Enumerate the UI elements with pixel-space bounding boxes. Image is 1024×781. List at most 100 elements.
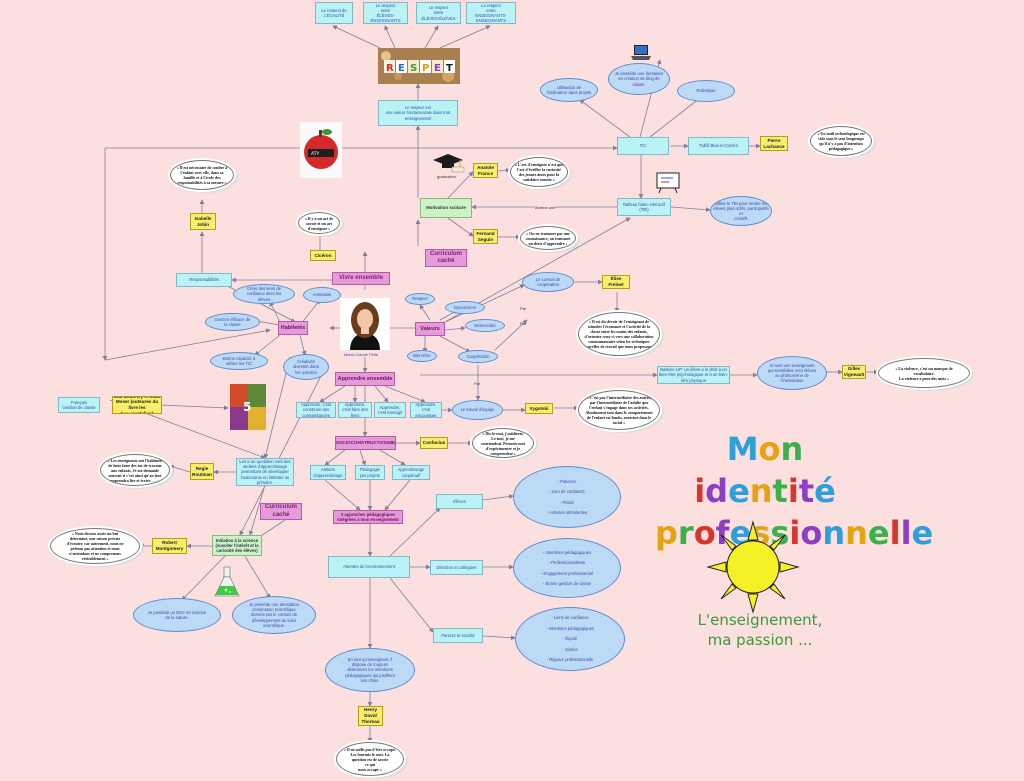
node-curriculum-cache-bottom[interactable]: Curriculum caché <box>260 503 302 520</box>
quote-gilles-vigneault[interactable]: « La violence, c'est un manque de vocabu… <box>878 358 970 388</box>
node-anatole-france[interactable]: Anatole France <box>473 163 498 178</box>
node-henry-david-thoreau[interactable]: Henry David Thoreau <box>358 706 383 726</box>
node-les-5-au-quotidien[interactable]: Les 5 au quotidien sont des ateliers d'a… <box>236 458 294 486</box>
node-direction-items[interactable]: - Intentions pédagogiques - Professionna… <box>513 538 621 598</box>
node-respect-valeur[interactable]: Le respect est une valeur fondamentale d… <box>378 100 458 126</box>
node-confucius[interactable]: Confucius <box>420 437 448 449</box>
node-app-interagir[interactable]: Apprendre, c'est interagir <box>374 402 406 418</box>
quote-henry-david-thoreau[interactable]: « Il ne suffit pas d'être occupé. Les fo… <box>336 742 404 776</box>
node-utilisation-ordinateur[interactable]: Utilisation de l'ordinateur dans projets <box>540 78 598 102</box>
node-bien-etre[interactable]: Bien-Être <box>407 350 437 362</box>
quote-ciceron[interactable]: « Il y a un art de savoir et un art d'en… <box>298 212 340 234</box>
quote-fernand-seguin[interactable]: « On ne transmet pas une connaissance, o… <box>520 226 576 250</box>
node-regie-routman[interactable]: Regie Routman <box>190 463 214 480</box>
node-eleves-items[interactable]: - Patience - Lien de confiance - Plaisir… <box>513 466 621 528</box>
node-animation[interactable]: Animation <box>303 287 341 303</box>
node-dynamisme[interactable]: Dynamisme <box>445 301 485 314</box>
node-conseil-cooperation[interactable]: Le conseil de coopération <box>522 272 574 292</box>
node-respect-eleves-enseignants[interactable]: Le respect entre ÉLÈVES-ENSEIGNANTS <box>363 2 408 24</box>
node-cooperation[interactable]: Coopération <box>458 350 498 363</box>
svg-text:R: R <box>386 63 394 74</box>
node-valeurs[interactable]: Valeurs <box>415 322 445 336</box>
node-batterie[interactable]: Batterie LIP: un élève a le droit à un b… <box>657 366 730 384</box>
node-attestation[interactable]: Je possède une attestation d'animation s… <box>232 596 316 634</box>
node-tic[interactable]: TIC <box>617 137 669 155</box>
node-robotique[interactable]: Robotique <box>677 80 735 102</box>
node-parents-items[interactable]: - Liens de confiance - Intentions pédago… <box>515 607 625 671</box>
node-app-construire[interactable]: Apprendre, c'est construire des connaiss… <box>296 402 336 418</box>
node-respect[interactable]: Respect <box>405 293 435 305</box>
node-apprendre-ensemble[interactable]: Apprendre ensemble <box>335 372 395 386</box>
svg-text:E: E <box>398 63 405 74</box>
node-tbi-use[interactable]: J'utilise le TBI pour rendre mes élèves … <box>710 196 772 226</box>
node-bonne-capacite-tic[interactable]: Bonne capacité à utiliser les TIC <box>210 352 268 370</box>
node-creer-liens[interactable]: Créer des liens de confiance avec les él… <box>233 284 295 304</box>
node-elise-freinet[interactable]: Élise Freinet <box>602 275 630 289</box>
flask-image <box>212 565 242 600</box>
svg-text:S: S <box>410 63 417 74</box>
quote-elise-freinet[interactable]: « Il est du devoir de l'enseignant de st… <box>578 312 660 356</box>
quote-robert-montgomery[interactable]: « Nous devons avoir un but déterminé, un… <box>50 528 140 564</box>
node-dec-science[interactable]: Je possède un DEC en science de la natur… <box>133 598 221 632</box>
portrait-photo <box>340 298 390 350</box>
quote-pierre-lachance[interactable]: « Un outil technologique est vide sans l… <box>810 126 872 156</box>
node-pedagogie-projets[interactable]: Pédagogie par projets <box>355 465 385 480</box>
node-parents-societe[interactable]: Parents et société <box>433 628 483 643</box>
node-curriculum-cache-top[interactable]: Curriculum caché <box>425 249 467 267</box>
node-socioconstructivisme[interactable]: SOCIOCONSTRUCTIVISME <box>335 436 396 450</box>
node-respect-egalite[interactable]: Le respect de L'ÉGALITÉ <box>315 2 353 24</box>
node-ciceron[interactable]: Cicéron <box>310 250 336 261</box>
node-francais[interactable]: Français Gestion de classe <box>58 397 100 413</box>
node-gilles-vigneault[interactable]: Gilles Vigneault <box>842 365 866 379</box>
sun-icon <box>706 520 800 614</box>
node-3-approches[interactable]: 3 approches pédagogiques intégrées à mon… <box>333 510 403 524</box>
page-subtitle: L'enseignement, ma passion ... <box>697 611 823 649</box>
quote-vygotski[interactable]: « C'est par l'intermédiaire des autres, … <box>578 390 660 430</box>
node-formation-blog[interactable]: Je possède une formation en création de … <box>608 63 670 95</box>
label-par-2: Par <box>520 321 527 326</box>
node-pierre-lachance[interactable]: Pierre Lachance <box>760 136 788 151</box>
label-amene-une: Amène une <box>535 205 556 210</box>
node-direction-collegues[interactable]: Direction et collègues <box>430 560 483 575</box>
node-travail-equipe[interactable]: Le travail d'équipe <box>452 400 503 420</box>
node-motivation-scolaire[interactable]: Motivation scolaire <box>420 198 472 218</box>
node-vygotski[interactable]: Vygotski <box>525 403 553 414</box>
node-respect-eleves-eleves[interactable]: Le respect entre ÉLÈVES-ÉLÈVES <box>416 2 461 24</box>
node-gail-boushey[interactable]: Gail Boushey et Joan Moser (auteures du … <box>112 396 162 414</box>
node-gestion-classe[interactable]: Gestion efficace de la classe <box>205 313 260 331</box>
svg-text:E: E <box>434 63 441 74</box>
node-ateliers-apprentissage[interactable]: Ateliers d'apprentissage <box>310 465 346 480</box>
node-respect-enseignants[interactable]: Le respect entre ENSEIGNANTS-ENSEIGNANTS <box>466 2 516 24</box>
node-app-encourager[interactable]: Apprendre, c'est encourager <box>410 402 442 418</box>
quote-confucius[interactable]: « Dis-le-moi, j'oublierai. Le-moi, je me… <box>472 428 534 458</box>
label-par-3: Par <box>474 381 481 386</box>
svg-text:5: 5 <box>243 400 251 414</box>
node-app-liens[interactable]: Apprendre, c'est faire des liens <box>338 402 372 418</box>
svg-text:T: T <box>446 63 453 74</box>
node-apprentissage-cooperatif[interactable]: Apprentissage coopératif <box>392 465 430 480</box>
node-vivre-ensemble[interactable]: Vivre ensemble <box>332 272 390 285</box>
node-tablo[interactable]: Tablô Blue-In-Carrés <box>688 137 749 155</box>
book-cover-image: 5 <box>230 384 266 430</box>
node-initiation-science[interactable]: Initiation à la science (susciter l'inté… <box>212 535 262 556</box>
graduation-image <box>430 152 466 174</box>
node-creativite[interactable]: Créativité diversité dans les activités <box>283 354 329 380</box>
node-intimidation[interactable]: Je suis une enseignante qui sensibilise … <box>757 356 827 390</box>
node-robert-montgomery[interactable]: Robert Montgomery <box>152 538 187 554</box>
node-responsabilites[interactable]: Responsabilités <box>176 273 232 287</box>
graduation-label: graduation <box>437 174 456 179</box>
node-attentes-environnement[interactable]: Attentes de l'environnement <box>328 556 410 578</box>
quote-isabelle-jobin[interactable]: « Il est nécessaire de confier à l'enfan… <box>170 160 234 190</box>
quote-regie-routman[interactable]: « Les enseignants ont l'habitude de fair… <box>100 454 170 486</box>
node-democratie[interactable]: Démocratie <box>465 319 505 332</box>
node-habiletes[interactable]: Habiletés <box>278 321 308 335</box>
node-fernand-seguin[interactable]: Fernand Seguin <box>473 229 498 244</box>
node-tbi[interactable]: Tableau blanc interactif (TBI) <box>617 198 671 216</box>
svg-text:P: P <box>422 63 429 74</box>
quote-anatole-france[interactable]: « L'art d'enseigner n'est que l'art d'év… <box>510 157 568 187</box>
node-eleves[interactable]: Élèves <box>436 494 483 509</box>
node-en-tant-qu-enseignant[interactable]: En tant qu'enseignant, il dispose de tou… <box>325 648 415 692</box>
node-isabelle-jobin[interactable]: Isabelle Jobin <box>190 213 216 230</box>
